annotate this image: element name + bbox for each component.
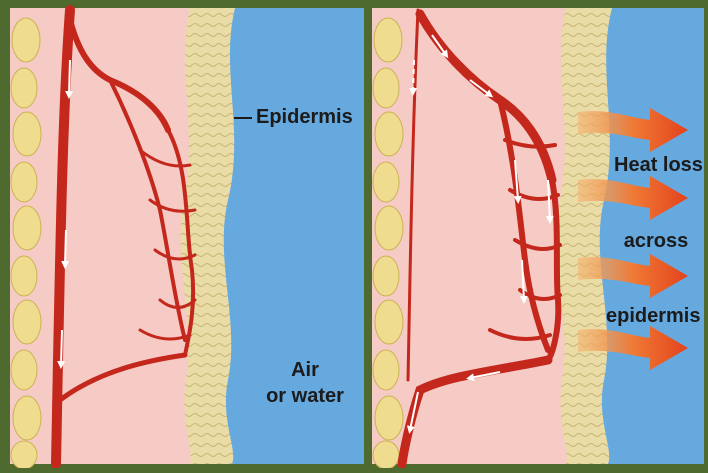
across-label: across	[614, 231, 698, 251]
blood-flow-arrow-icon	[65, 230, 66, 265]
heat-loss-label: Heat loss	[614, 155, 703, 175]
epidermis-heat-label: epidermis	[606, 306, 700, 326]
blood-flow-arrow-icon	[61, 330, 62, 365]
epidermis-label: Epidermis	[256, 107, 353, 127]
blood-flow-arrow-icon	[69, 60, 70, 95]
or-water-label: or water	[262, 386, 348, 406]
air-label: Air	[268, 360, 342, 380]
